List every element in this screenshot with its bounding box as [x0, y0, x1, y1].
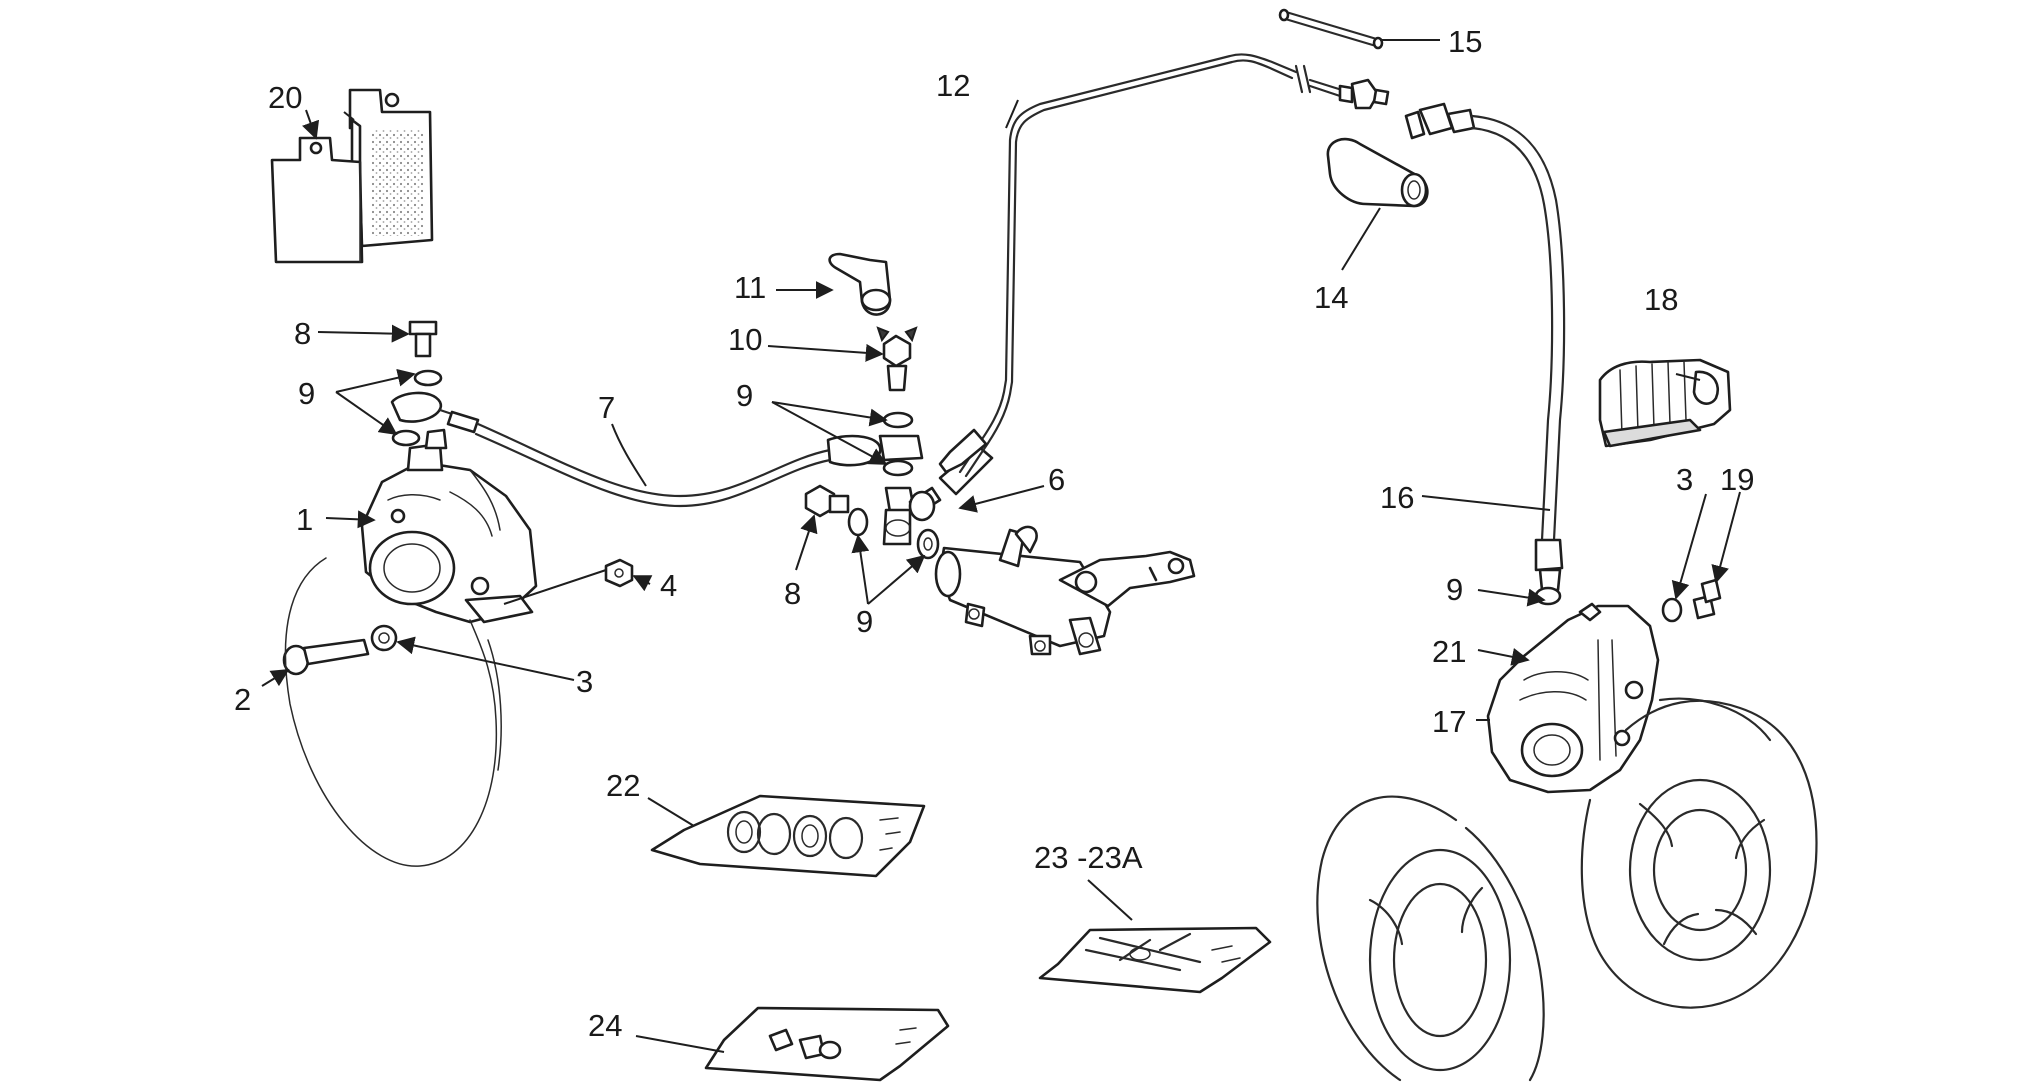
label-4: 4: [660, 568, 677, 603]
bleed-bolt-center: [804, 484, 850, 518]
brake-pads: [270, 88, 434, 264]
washer-left-upper: [413, 369, 443, 387]
label-11: 11: [734, 270, 766, 305]
brake-disc-left: [284, 557, 502, 867]
washer-caliper: [370, 624, 398, 652]
label-14: 14: [1314, 280, 1348, 315]
washer-bolt-a: [847, 507, 869, 537]
washer-right: [1661, 597, 1683, 623]
brake-caliper-right: [1486, 602, 1660, 794]
washer-left-lower: [391, 429, 421, 447]
label-3-right: 3: [1676, 462, 1693, 497]
caliper-cover: [1598, 358, 1732, 448]
label-1: 1: [296, 502, 313, 537]
brake-pipe: [938, 53, 1390, 478]
label-23-23a: 23 -23A: [1034, 840, 1143, 875]
label-8-left: 8: [294, 316, 311, 351]
brake-caliper-left: [360, 428, 538, 624]
label-9-right: 9: [1446, 572, 1463, 607]
label-20: 20: [268, 80, 302, 115]
switch-cap: [828, 252, 892, 316]
caliper-bolt: [282, 638, 370, 676]
label-2: 2: [234, 682, 251, 717]
brake-disc-right-rear: [1316, 795, 1545, 1082]
label-19: 19: [1720, 462, 1754, 497]
stoplight-switch: [876, 326, 918, 392]
label-18: 18: [1644, 282, 1678, 317]
washer-center-upper: [882, 411, 914, 429]
nut: [604, 558, 634, 588]
bleed-bolt-left: [408, 320, 438, 358]
leader-lines: [261, 39, 1741, 1053]
label-10: 10: [728, 322, 762, 357]
banjo-fitting: [878, 434, 924, 546]
rod: [1278, 8, 1384, 50]
repair-kit-bag: [1038, 926, 1272, 994]
label-9-center: 9: [736, 378, 753, 413]
label-24: 24: [588, 1008, 622, 1043]
washer-center-lower: [882, 459, 914, 477]
brake-disc-right-front: [1580, 697, 1818, 1009]
master-cylinder: [934, 525, 1196, 656]
label-6: 6: [1048, 462, 1065, 497]
label-9-left: 9: [298, 376, 315, 411]
label-3-left: 3: [576, 664, 593, 699]
bleeder-kit-bag: [704, 1006, 950, 1082]
label-17: 17: [1432, 704, 1466, 739]
label-7: 7: [598, 390, 615, 425]
callout-labels: 20 8 9 7 1 4 2 3 11 10 9 12 6 8 9 15 14 …: [234, 24, 1754, 1043]
seal-kit-bag: [650, 794, 926, 878]
label-15: 15: [1448, 24, 1482, 59]
brake-hose-right: [1404, 102, 1566, 606]
sleeve: [1326, 137, 1429, 208]
label-21: 21: [1432, 634, 1466, 669]
label-12: 12: [936, 68, 970, 103]
label-16: 16: [1380, 480, 1414, 515]
label-22: 22: [606, 768, 640, 803]
washer-bolt-b: [916, 528, 940, 560]
label-8-center: 8: [784, 576, 801, 611]
label-9-bottom: 9: [856, 604, 873, 639]
bolt-right: [1692, 578, 1722, 620]
brake-hose-left: [390, 391, 882, 508]
